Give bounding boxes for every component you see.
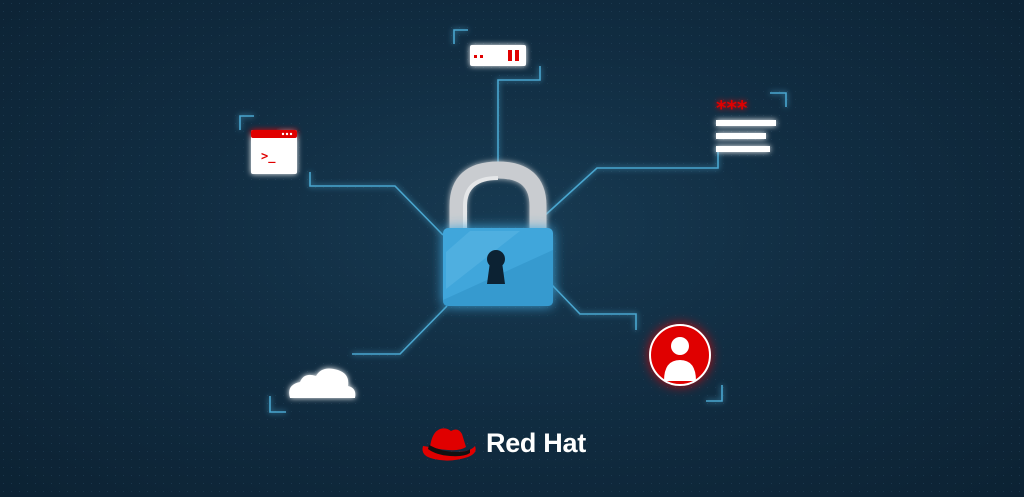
user-avatar-icon [649,324,711,386]
red-fedora-hat-icon [422,428,476,461]
cloud-icon [289,368,356,398]
form-line [716,146,770,152]
connector-top [497,66,541,172]
masked-password: *** [716,96,748,120]
brand-name: Red Hat [486,427,586,458]
server-icon [470,45,526,66]
corner-brackets [239,29,787,413]
connector-bottom-right [551,284,637,330]
connector-bottom-left [352,305,448,355]
connector-top-left [309,172,444,236]
connector-top-right [541,148,719,219]
padlock-icon [443,161,553,306]
terminal-prompt: >_ [261,149,276,164]
password-form-icon: *** [716,96,776,152]
terminal-window-icon: >_ [251,130,297,174]
form-line [716,120,776,126]
red-hat-logo: Red Hat [420,418,586,468]
form-line [716,133,766,139]
connector-lines [309,66,719,355]
